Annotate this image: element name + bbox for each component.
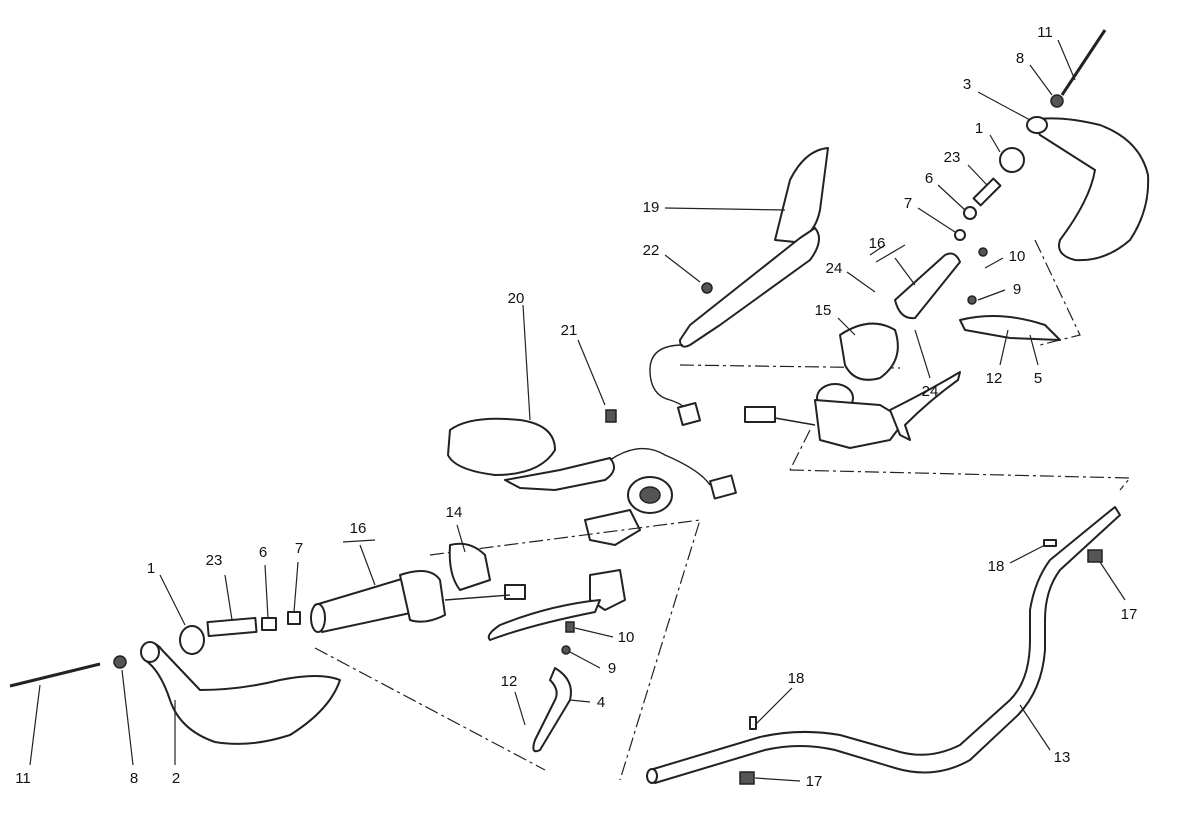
callout: 18	[988, 558, 1005, 575]
right-grip-parts	[839, 147, 1061, 381]
right-master-cylinder	[744, 371, 961, 449]
callout: 24	[826, 260, 843, 277]
part-17-upper	[1087, 549, 1103, 563]
callout: 9	[1013, 281, 1021, 298]
callout: 20	[508, 290, 525, 307]
left-lever-bracket	[532, 621, 575, 753]
callout: 11	[15, 770, 31, 787]
left-master-cylinder	[487, 476, 673, 641]
handlebar	[646, 506, 1121, 784]
callout: 23	[944, 149, 961, 166]
part-17-lower	[739, 771, 755, 785]
callout: 21	[561, 322, 578, 339]
callout: 4	[597, 694, 605, 711]
callout: 10	[618, 629, 635, 646]
callout: 6	[259, 544, 267, 561]
left-mirror	[447, 409, 737, 500]
callout: 6	[925, 170, 933, 187]
callout: 13	[1054, 749, 1071, 766]
callout: 8	[130, 770, 138, 787]
callout: 16	[350, 520, 367, 537]
callout: 22	[643, 242, 660, 259]
callout: 15	[815, 302, 832, 319]
callout: 23	[206, 552, 223, 569]
part-18-upper	[1043, 539, 1057, 547]
callout: 12	[986, 370, 1003, 387]
callout-labels: 11 8 3 1 23 6 7 16 10 24 9 15 12 5 24 19…	[15, 24, 1137, 790]
leader-lines	[29, 39, 1126, 782]
left-grip	[310, 542, 511, 633]
part-18-lower	[749, 716, 757, 730]
callout: 1	[975, 120, 983, 137]
right-handguard	[1026, 29, 1150, 262]
callout: 9	[608, 660, 616, 677]
callout: 18	[788, 670, 805, 687]
left-handguard	[9, 641, 341, 745]
callout: 10	[1009, 248, 1026, 265]
callout: 7	[295, 540, 303, 557]
callout: 11	[1037, 24, 1053, 41]
callout: 8	[1016, 50, 1024, 67]
right-mirror	[649, 147, 829, 427]
callout: 16	[869, 235, 886, 252]
callout: 7	[904, 195, 912, 212]
callout: 14	[446, 504, 463, 521]
callout: 17	[1121, 606, 1138, 623]
callout: 24	[922, 383, 939, 400]
callout: 17	[806, 773, 823, 790]
left-grip-parts	[179, 611, 301, 655]
callout: 12	[501, 673, 518, 690]
callout: 3	[963, 76, 971, 93]
callout: 5	[1034, 370, 1042, 387]
callout: 19	[643, 199, 660, 216]
callout: 2	[172, 770, 180, 787]
callout: 1	[147, 560, 155, 577]
